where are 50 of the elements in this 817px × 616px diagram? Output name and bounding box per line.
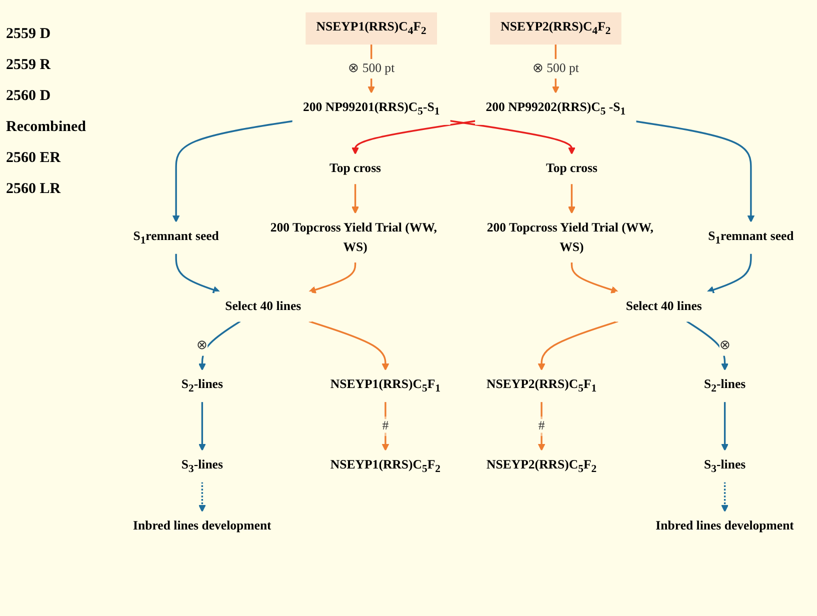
edge-label: ⊗ 500 pt bbox=[532, 62, 579, 76]
arrow bbox=[721, 482, 729, 512]
arrow bbox=[198, 320, 241, 371]
edge-label: ⊗ bbox=[719, 338, 730, 352]
node-text: S$_{1}$remnant seed bbox=[708, 230, 794, 246]
season-label: 2559 D bbox=[6, 26, 52, 43]
node-text: S$_{3}$-lines bbox=[181, 458, 223, 474]
arrow bbox=[538, 320, 618, 371]
season-label: 2560 ER bbox=[6, 150, 62, 167]
season-label: 2560 D bbox=[6, 88, 52, 105]
node-text: Top cross bbox=[330, 162, 382, 176]
node-text: 200 Topcross Yield Trial (WW, WS) bbox=[270, 221, 437, 254]
node-text: 200 Topcross Yield Trial (WW, WS) bbox=[486, 221, 654, 254]
note-text: Recombined bbox=[6, 119, 87, 136]
node-text: 200 NP99201(RRS)C$_{5}$-S$_{1}$ bbox=[302, 100, 440, 117]
node-text: S$_{3}$-lines bbox=[704, 458, 746, 474]
arrow bbox=[570, 262, 618, 294]
arrow bbox=[450, 120, 576, 155]
node-text: NSEYP1(RRS)C$_{5}$F$_{1}$ bbox=[330, 378, 440, 394]
arrow bbox=[308, 320, 390, 371]
arrow bbox=[352, 184, 360, 214]
arrow bbox=[721, 402, 729, 451]
node-text: S$_{1}$remnant seed bbox=[133, 230, 219, 246]
arrow bbox=[686, 320, 729, 371]
node-text: Inbred lines development bbox=[656, 519, 794, 534]
arrow bbox=[352, 120, 476, 155]
node-text: NSEYP2(RRS)C$_{5}$F$_{1}$ bbox=[486, 378, 597, 394]
node-box: NSEYP1(RRS)C$_{4}$F$_{2}$ bbox=[306, 12, 438, 45]
season-label: 2559 R bbox=[6, 57, 52, 74]
node-box: NSEYP2(RRS)C$_{4}$F$_{2}$ bbox=[490, 12, 622, 45]
node-text: NSEYP2(RRS)C$_{5}$F$_{2}$ bbox=[486, 458, 597, 474]
arrow bbox=[172, 120, 293, 222]
node-text: 200 NP99202(RRS)C$_{5}$ -S$_{1}$ bbox=[486, 100, 626, 117]
edge-label: ⊗ bbox=[196, 338, 208, 352]
arrow bbox=[636, 120, 755, 222]
edge-label: ⊗ 500 pt bbox=[348, 62, 395, 76]
season-label: 2560 LR bbox=[6, 181, 62, 198]
node-text: Inbred lines development bbox=[133, 519, 272, 534]
arrow bbox=[568, 184, 576, 214]
arrow bbox=[198, 402, 206, 451]
node-text: S$_{2}$-lines bbox=[181, 378, 223, 394]
arrow bbox=[706, 253, 752, 294]
arrow bbox=[198, 482, 206, 512]
arrow bbox=[308, 262, 356, 294]
node-text: S$_{2}$-lines bbox=[704, 378, 746, 394]
arrow bbox=[175, 253, 220, 294]
node-text: Top cross bbox=[546, 162, 598, 176]
node-text: NSEYP1(RRS)C$_{5}$F$_{2}$ bbox=[330, 458, 440, 474]
edge-label: # bbox=[382, 419, 389, 433]
edge-label: # bbox=[538, 419, 545, 433]
